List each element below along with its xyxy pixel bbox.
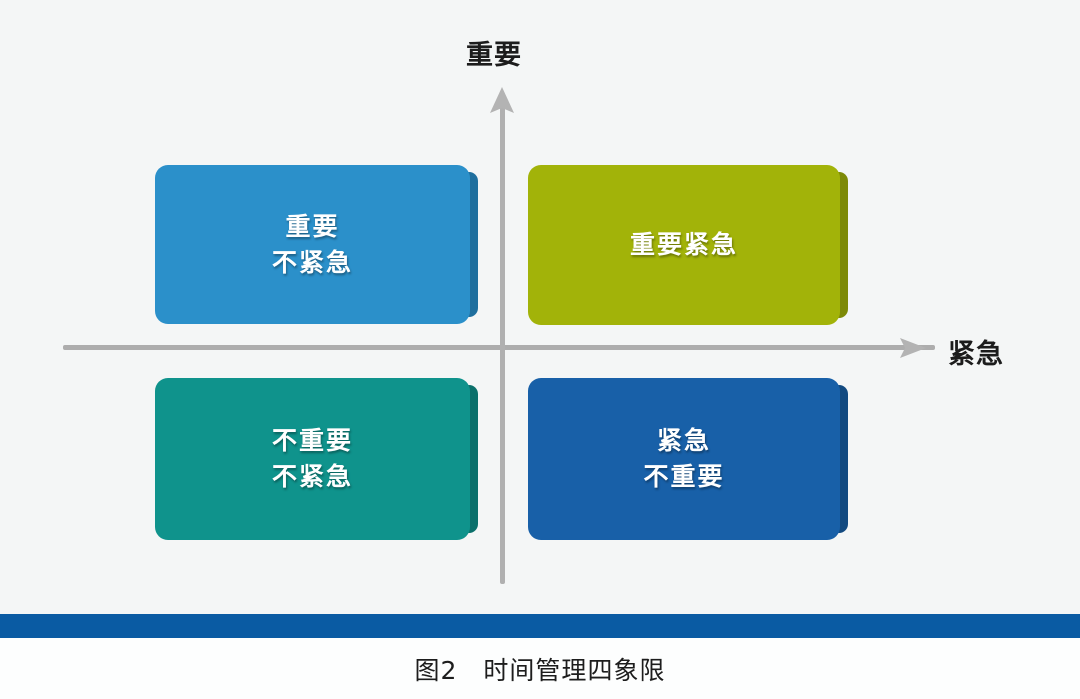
arrow-right-icon [896,331,930,365]
quadrant-front-face [528,165,840,325]
figure-stage: 紧急 重要 重要 不紧急 重要紧急 不重要 不紧急 [63,40,1004,584]
quadrant-label-line2: 不紧急 [271,462,353,491]
quadrant-front-face [155,165,470,324]
figure-caption: 图2 时间管理四象限 [414,655,666,685]
quadrant-not-important-not-urgent[interactable]: 不重要 不紧急 [155,378,478,540]
axis-label-urgent: 紧急 [948,339,1004,370]
vertical-axis-line [500,104,505,584]
quadrant-label-line1: 重要 [285,211,340,241]
arrow-up-icon [485,84,519,118]
horizontal-axis-line [63,345,935,350]
quadrant-label-line2: 不紧急 [271,247,353,277]
quadrant-front-face [528,378,840,540]
quadrant-label-line2: 不重要 [643,462,725,491]
axis-label-important: 重要 [466,40,522,71]
quadrant-label-line1: 重要紧急 [629,230,738,259]
quadrant-label-line1: 紧急 [656,426,711,455]
caption-area: 图2 时间管理四象限 [0,638,1080,699]
quadrant-label-line1: 不重要 [271,426,353,455]
quadrant-label: 不重要 不紧急 [272,423,353,495]
bottom-accent-band [0,614,1080,638]
quadrant-label: 紧急 不重要 [643,423,724,495]
quadrant-important-not-urgent[interactable]: 重要 不紧急 [155,165,478,324]
quadrant-urgent-not-important[interactable]: 紧急 不重要 [528,378,848,540]
quadrant-important-urgent[interactable]: 重要紧急 [528,165,848,325]
quadrant-label: 重要 不紧急 [272,209,353,281]
quadrant-front-face [155,378,470,540]
quadrant-label: 重要紧急 [630,227,738,263]
